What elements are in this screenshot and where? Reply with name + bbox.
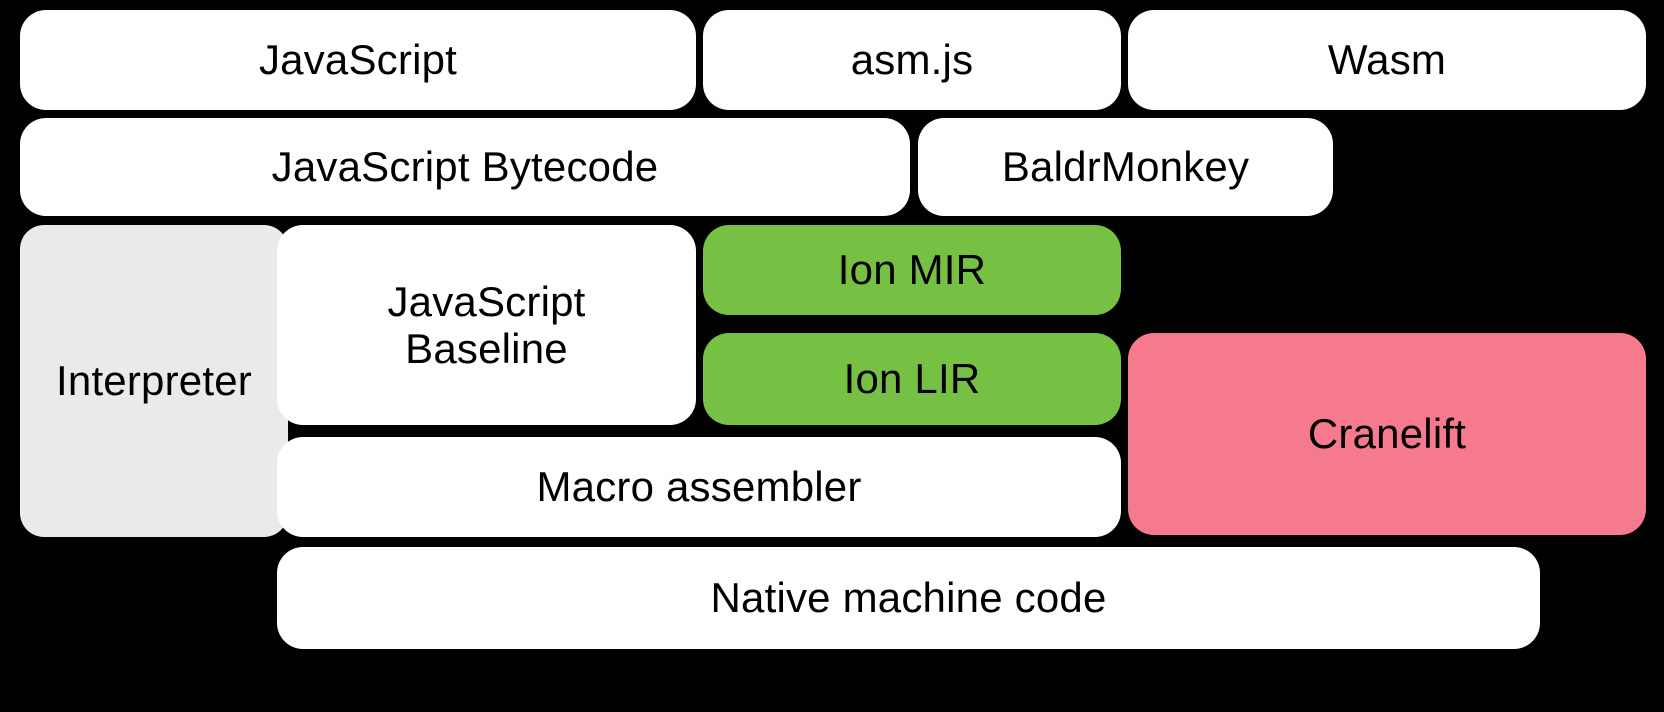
node-asm-js[interactable]: asm.js	[703, 10, 1121, 110]
node-javascript[interactable]: JavaScript	[20, 10, 696, 110]
node-native-machine-code[interactable]: Native machine code	[277, 547, 1540, 649]
node-ion-mir[interactable]: Ion MIR	[703, 225, 1121, 315]
node-cranelift[interactable]: Cranelift	[1128, 333, 1646, 535]
node-javascript-baseline[interactable]: JavaScript Baseline	[277, 225, 696, 425]
node-baldrmonkey[interactable]: BaldrMonkey	[918, 118, 1333, 216]
node-ion-lir[interactable]: Ion LIR	[703, 333, 1121, 425]
node-wasm[interactable]: Wasm	[1128, 10, 1646, 110]
node-javascript-bytecode[interactable]: JavaScript Bytecode	[20, 118, 910, 216]
node-interpreter[interactable]: Interpreter	[20, 225, 288, 537]
node-macro-assembler[interactable]: Macro assembler	[277, 437, 1121, 537]
